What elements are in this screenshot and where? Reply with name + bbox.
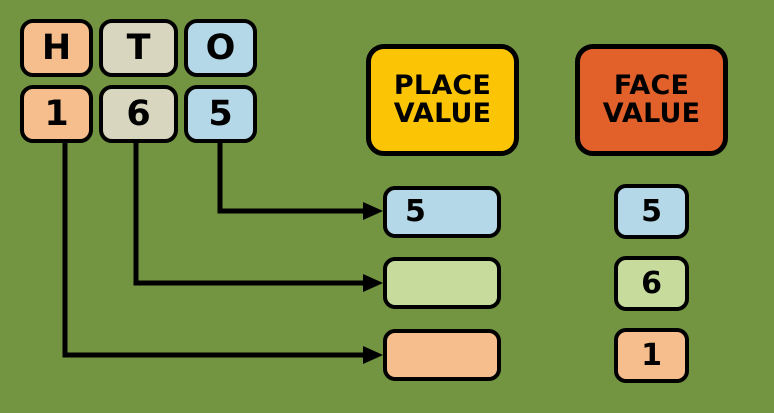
digit-cell-hundreds-value: 1 xyxy=(44,93,69,134)
place-value-slot-2[interactable] xyxy=(383,257,501,309)
column-header-hundreds-label: H xyxy=(41,27,72,68)
column-header-tens-label: T xyxy=(126,27,151,68)
digit-cell-tens-value: 6 xyxy=(126,93,151,134)
place-value-slot-1[interactable]: 5 xyxy=(383,186,501,238)
place-value-header-line2: VALUE xyxy=(393,98,492,129)
connector-ones-to-slot-1 xyxy=(217,143,383,220)
face-value-header: FACE VALUE xyxy=(575,44,728,156)
face-value-slot-1[interactable]: 5 xyxy=(614,184,689,239)
face-value-slot-2[interactable]: 6 xyxy=(614,256,689,311)
digit-cell-tens[interactable]: 6 xyxy=(99,85,178,143)
column-header-ones: O xyxy=(184,19,257,77)
face-value-header-line1: FACE xyxy=(613,69,690,101)
face-value-slot-1-value: 5 xyxy=(641,193,662,229)
face-value-header-line2: VALUE xyxy=(602,98,701,129)
digit-cell-ones[interactable]: 5 xyxy=(184,85,257,143)
column-header-ones-label: O xyxy=(205,27,236,68)
digit-cell-hundreds[interactable]: 1 xyxy=(20,85,93,143)
face-value-slot-3-value: 1 xyxy=(641,337,662,373)
column-header-tens: T xyxy=(99,19,178,77)
connector-hundreds-to-slot-3 xyxy=(62,143,383,364)
place-value-slot-3[interactable] xyxy=(383,329,501,381)
place-value-header-line1: PLACE xyxy=(393,69,492,101)
connector-tens-to-slot-2 xyxy=(133,143,383,292)
face-value-slot-3[interactable]: 1 xyxy=(614,328,689,383)
digit-cell-ones-value: 5 xyxy=(208,93,233,134)
column-header-hundreds: H xyxy=(20,19,93,77)
face-value-slot-2-value: 6 xyxy=(641,265,662,301)
place-value-slot-1-value: 5 xyxy=(405,194,426,230)
place-value-header: PLACE VALUE xyxy=(366,44,519,156)
